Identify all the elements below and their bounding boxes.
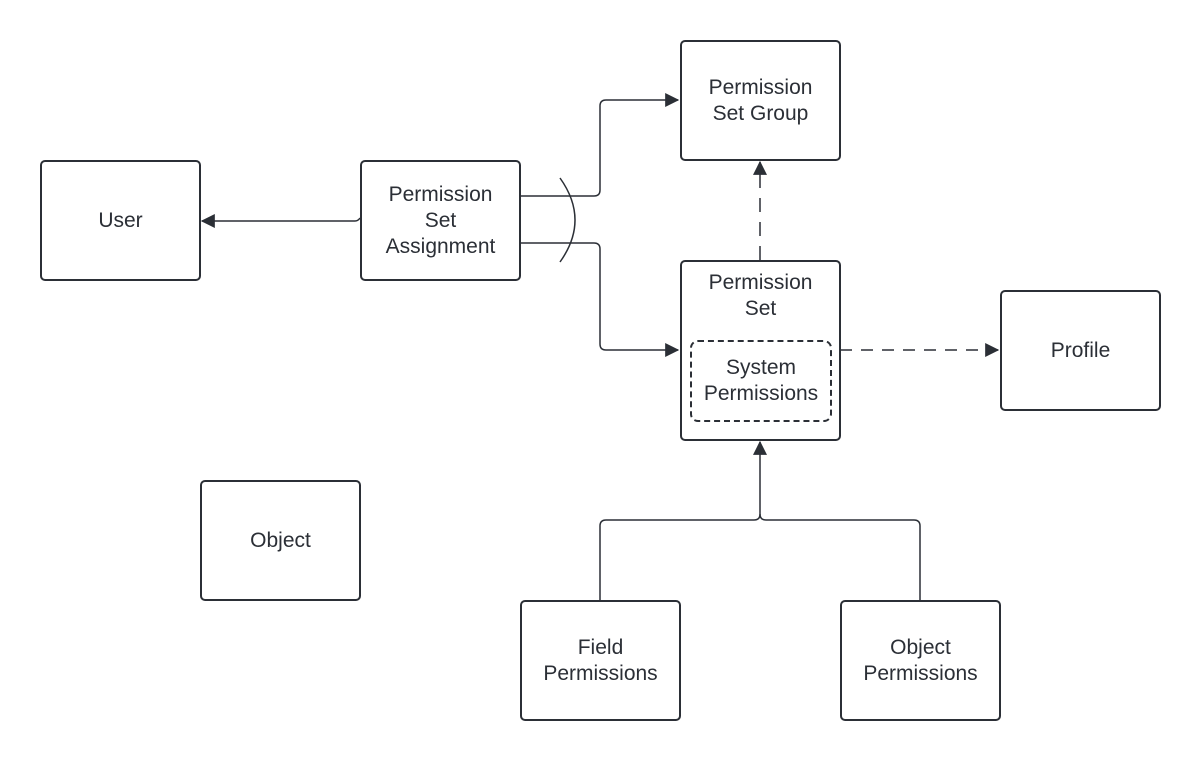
edge-assignment-to-permission-set [521, 242, 680, 357]
object-permissions-label: Object Permissions [863, 635, 978, 685]
object-node[interactable]: Object [200, 480, 361, 601]
permission-set-node[interactable]: Permission Set System Permissions [680, 260, 841, 441]
profile-label: Profile [1050, 338, 1111, 362]
user-label: User [98, 208, 143, 232]
edge-object-permissions-to-permission-set [759, 513, 921, 600]
permission-set-group-node[interactable]: Permission Set Group [680, 40, 841, 161]
permission-set-label: Permission Set [708, 271, 813, 320]
user-node[interactable]: User [40, 160, 201, 281]
object-permissions-node[interactable]: Object Permissions [840, 600, 1001, 721]
permission-set-assignment-node[interactable]: Permission Set Assignment [360, 160, 521, 281]
system-permissions-container[interactable]: System Permissions [690, 340, 832, 422]
system-permissions-label: System Permissions [703, 356, 819, 405]
profile-node[interactable]: Profile [1000, 290, 1161, 411]
edge-assignment-to-permission-set-group [521, 93, 680, 197]
object-label: Object [250, 528, 311, 552]
edge-assignment-to-user [200, 214, 361, 228]
jump-arc [559, 177, 576, 263]
permission-set-group-label: Permission Set Group [708, 75, 813, 125]
edge-field-permissions-to-permission-set [599, 440, 767, 600]
permission-set-assignment-label: Permission Set Assignment [385, 182, 496, 258]
field-permissions-label: Field Permissions [543, 635, 658, 685]
field-permissions-node[interactable]: Field Permissions [520, 600, 681, 721]
